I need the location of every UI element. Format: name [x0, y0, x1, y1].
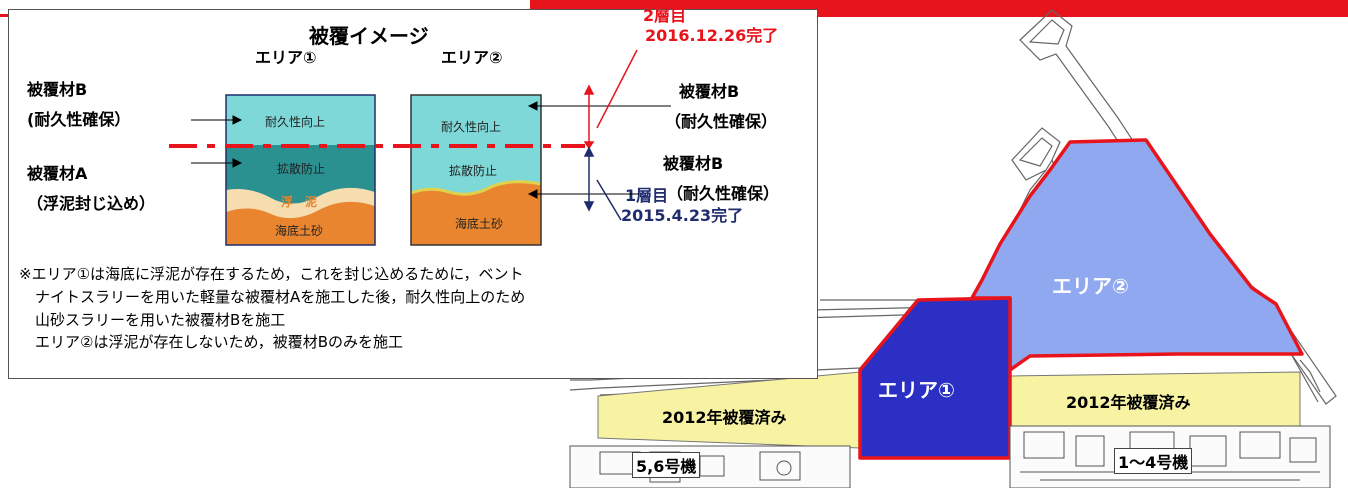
layer1-date: 2015.4.23完了: [621, 206, 744, 225]
left-cover-b-label: 被覆材B: [27, 80, 88, 99]
note-line-2: ナイトスラリーを用いた軽量な被覆材Aを施工した後，耐久性向上のため: [35, 288, 526, 306]
column-area2-label: エリア②: [441, 48, 503, 67]
column-area1-label: エリア①: [255, 48, 317, 67]
layer-durability-area1: 耐久性向上: [265, 115, 326, 129]
layer2-extent-arrow: [583, 49, 638, 150]
left-cover-b-sub: (耐久性確保）: [27, 110, 131, 129]
layer-diffusion-area2: 拡散防止: [449, 164, 498, 178]
left-cover-a-label: 被覆材A: [27, 164, 88, 183]
right-cover-b-bottom-sub: （耐久性確保）: [667, 184, 780, 203]
right-cover-b-bottom-label: 被覆材B: [663, 154, 724, 173]
column-area2-stack: [410, 94, 542, 246]
left-cover-a-sub: （浮泥封じ込め）: [27, 194, 156, 213]
layer-mud-area1: 浮 泥: [281, 195, 318, 209]
layer-diffusion-area1: 拡散防止: [277, 162, 326, 176]
note-line-4: エリア②は浮泥が存在しないため，被覆材Bのみを施工: [35, 333, 403, 351]
right-pointer-arrows: [527, 101, 671, 199]
column-area1-stack: [225, 94, 376, 246]
area1-region: [858, 296, 1012, 460]
layer1-extent-arrow: [583, 146, 622, 221]
coating-image-panel: 被覆イメージ エリア① エリア② 被覆材B (耐久性確保） 被覆材A （浮泥封じ…: [8, 6, 818, 379]
area2-label: エリア②: [1052, 274, 1129, 298]
layer2-date: 2016.12.26完了: [645, 26, 779, 45]
layer-diagram: [169, 49, 671, 246]
layer2-title: 2層目: [643, 6, 687, 25]
layer-seabed-area2: 海底土砂: [455, 217, 504, 231]
left-pointer-arrows: [191, 115, 243, 168]
covered-left-label: 2012年被覆済み: [662, 408, 787, 427]
right-cover-b-top-sub: （耐久性確保）: [665, 112, 778, 131]
note-line-3: 山砂スラリーを用いた被覆材Bを施工: [35, 311, 286, 329]
inset-title: 被覆イメージ: [309, 24, 429, 48]
area2-region: [970, 138, 1304, 372]
layer-seabed-area1: 海底土砂: [275, 224, 324, 238]
covered-right-label: 2012年被覆済み: [1066, 393, 1191, 412]
note-line-1: ※エリア①は海底に浮泥が存在するため，これを封じ込めるために，ベント: [19, 265, 524, 283]
layer1-title: 1層目: [625, 186, 669, 205]
layer-durability-area2: 耐久性向上: [441, 120, 502, 134]
area1-label: エリア①: [878, 378, 955, 402]
units-56-label: 5,6号機: [632, 452, 701, 478]
units-14-label: 1～4号機: [1114, 448, 1193, 474]
right-cover-b-top-label: 被覆材B: [679, 82, 740, 101]
